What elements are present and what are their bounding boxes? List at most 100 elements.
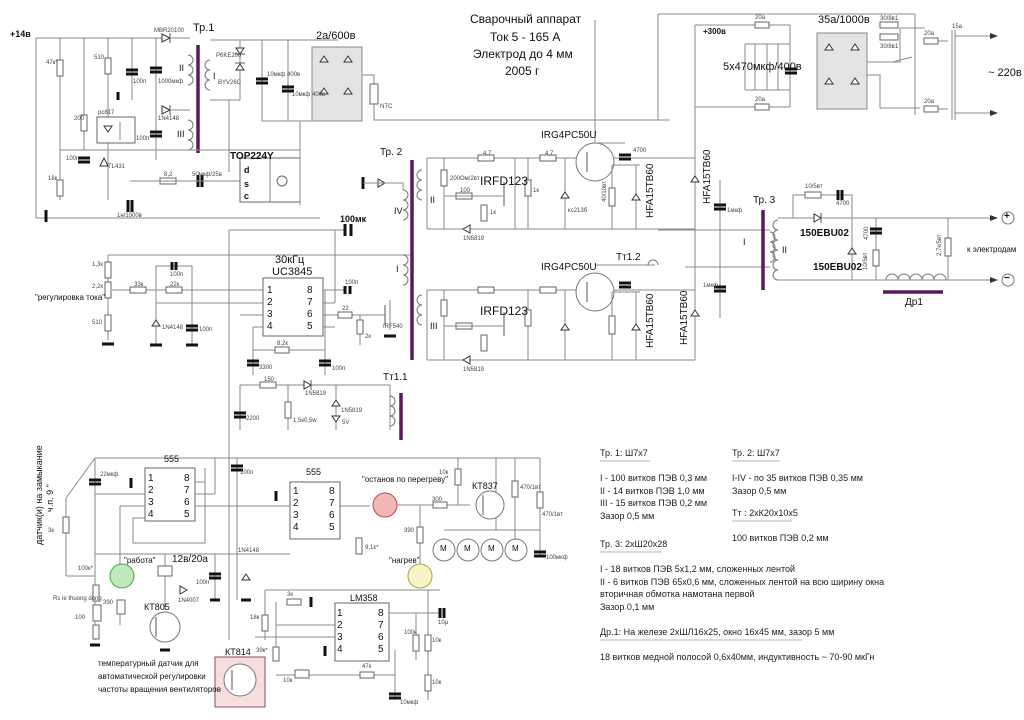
comp-label: IRF540	[383, 324, 403, 330]
rail-14v-label: +14в	[10, 29, 31, 39]
relay-label: 12в/20а	[172, 554, 208, 565]
pin-label: s	[244, 179, 250, 189]
comp-label: 50мкф/25в	[192, 172, 222, 178]
comp-label: 100п	[345, 280, 359, 286]
to-electrodes-label: к электродам	[967, 245, 1017, 254]
tr2-label: Тр. 2	[380, 147, 403, 158]
pin-label: 7	[378, 620, 384, 631]
choke-spec-title: Др.1: На железе 2хШЛ16х25, окно 16х45 мм…	[600, 627, 835, 637]
comp-label: 100мкф	[546, 555, 568, 561]
terminal-minus[interactable]: −	[1004, 273, 1010, 284]
pin-label: d	[244, 165, 250, 175]
comp-label: 10к	[432, 638, 442, 644]
pin-label: c	[244, 191, 250, 201]
tr3-spec-title: Тр. 3: 2хШ20х28	[600, 539, 668, 549]
irfd-lower-label: IRFD123	[480, 304, 529, 318]
terminal-plus[interactable]: +	[1004, 211, 1010, 222]
power-stage	[361, 20, 776, 365]
comp-label: 1000мкф	[158, 79, 184, 85]
comp-label: 47к	[362, 664, 372, 670]
winding-label: I	[213, 71, 216, 81]
notes-underlines	[600, 460, 802, 641]
comp-label: 1к	[533, 188, 539, 194]
comp-label: 100п	[199, 327, 213, 333]
cap-100mk-label: 100мк	[340, 214, 367, 224]
tr1-spec-line: III - 15 витков ПЭВ 0,2 мм	[600, 498, 708, 508]
comp-label: 2,7к/5вт	[937, 234, 943, 256]
comp-label: 8,2к	[277, 341, 288, 347]
temp-note-1: температурный датчик для	[98, 659, 199, 668]
tr1-label: Тр.1	[193, 22, 215, 34]
pin-label: 8	[184, 473, 190, 484]
comp-label: 10к	[432, 680, 442, 686]
rectifier-lower-label: 150EBU02	[813, 262, 862, 273]
comp-label: 100	[460, 188, 471, 194]
tr2-spec-title: Тр. 2: Ш7х7	[732, 448, 780, 458]
mains-section	[390, 13, 998, 320]
tr1-spec-line: I - 100 витков ПЭВ 0,3 мм	[600, 473, 708, 483]
pin-label: 5	[329, 522, 335, 533]
comp-label: 510	[92, 320, 103, 326]
pin-label: 2	[337, 620, 343, 631]
comp-label: 150	[264, 377, 275, 383]
led-work-label: "работа"	[124, 556, 156, 565]
temp-note-3: частоты вращения вентиляторов	[98, 685, 221, 694]
controller-section	[102, 224, 410, 640]
fuse-label: 20а	[755, 15, 766, 21]
pin-label: 7	[329, 498, 335, 509]
tr1-spec-line: Зазор 0,5 мм	[600, 511, 655, 521]
comp-label: 200Ом/2вт	[450, 176, 480, 182]
comp-label: 390	[103, 600, 114, 606]
comp-label: P6KE200	[216, 53, 242, 59]
comp-label: кс213б	[568, 208, 588, 214]
top224y-label: TOP224Y	[230, 151, 274, 162]
hfa-label: HFA15TB60	[645, 293, 656, 348]
comp-label: 4,7	[545, 151, 554, 157]
igbt-upper-label: IRG4PC50U	[541, 130, 597, 141]
comp-label: 47к*	[46, 60, 58, 66]
comp-label: 300	[432, 497, 443, 503]
comp-label: 390	[404, 528, 415, 534]
comp-label: 510	[94, 55, 105, 61]
motor-label: M	[512, 544, 519, 553]
comp-label: 10к	[283, 678, 293, 684]
pin-label: 2	[148, 485, 154, 496]
kt805-label: КТ805	[144, 602, 170, 612]
led-heat-label: "нагрев"	[389, 556, 420, 565]
comp-label: 1мкф	[703, 283, 719, 289]
pin-label: 6	[184, 497, 190, 508]
pin-label: 6	[307, 309, 313, 320]
comp-label: 1N4148	[162, 325, 184, 331]
comp-label: BYV26C	[218, 80, 242, 86]
comp-label: 100п	[170, 272, 184, 278]
thermal-section	[62, 457, 546, 708]
comp-label: 10мкф 400в	[292, 92, 326, 98]
pin-label: 6	[378, 632, 384, 643]
comp-label: 10μ	[438, 620, 449, 626]
pin-label: 3	[148, 497, 154, 508]
tr2-spec-line: Зазор 0,5 мм	[732, 486, 787, 496]
comp-label: 100	[75, 615, 86, 621]
current-adjust-label[interactable]: "регулировка тока"	[35, 293, 106, 302]
winding-label: II	[179, 63, 185, 73]
comp-label: 2к	[365, 334, 371, 340]
tr1-spec-title: Тр. 1: Ш7х7	[600, 448, 648, 458]
comp-label: 3к	[48, 528, 54, 534]
comp-label: 1мкф	[727, 208, 743, 214]
comp-label: 200	[74, 116, 85, 122]
pin-label: 8	[378, 608, 384, 619]
comp-label: 100п	[196, 580, 210, 586]
tt12-label: Тт1.2	[616, 252, 641, 263]
pin-label: 4	[148, 509, 154, 520]
comp-label: 9,1к*	[365, 545, 379, 551]
freq-label: 30кГц	[275, 254, 305, 266]
comp-label: 3300	[259, 365, 273, 371]
comp-label: 1N4148	[158, 116, 180, 122]
comp-label: 40/10вт	[602, 181, 608, 202]
pin-label: 4	[267, 321, 273, 332]
tr2-spec-line: I-IV - по 35 витков ПЭВ 0,35 мм	[732, 473, 863, 483]
tr3-spec-line: Зазор 0,1 мм	[600, 602, 655, 612]
kt837-label: КТ837	[472, 481, 498, 491]
pin-label: 1	[337, 608, 343, 619]
